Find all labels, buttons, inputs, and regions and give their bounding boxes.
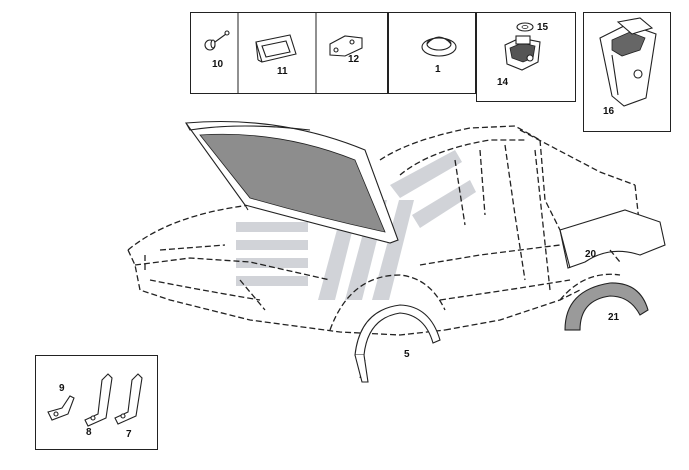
rear-arch-panel	[559, 209, 666, 269]
bracket-7-icon	[114, 373, 143, 425]
bracket-8-icon	[84, 373, 113, 427]
front-arch-liner	[354, 304, 441, 383]
label-part-16: 16	[603, 106, 615, 117]
rear-arch-liner	[564, 282, 649, 331]
washer-icon	[516, 22, 534, 32]
label-part-14: 14	[497, 77, 509, 88]
plug-cap-icon	[421, 36, 457, 57]
label-bracket-9: 9	[59, 383, 65, 394]
label-bracket-7: 7	[126, 429, 132, 440]
clip-housing-icon	[504, 35, 541, 71]
label-part-12: 12	[348, 54, 360, 65]
label-part-1: 1	[435, 64, 441, 75]
mount-plate-icon	[329, 35, 363, 57]
label-bracket-8: 8	[86, 427, 92, 438]
label-rear-arch: 20	[585, 249, 597, 260]
label-rear-liner: 21	[608, 312, 620, 323]
bracket-plate-icon	[255, 34, 297, 63]
label-front-arch: 5	[404, 349, 410, 360]
car-body-outline	[127, 125, 641, 336]
lamp-housing-icon	[599, 17, 657, 107]
label-part-15: 15	[537, 22, 549, 33]
screw-clip-icon	[204, 30, 230, 51]
hood-insulation-panel	[184, 120, 399, 244]
label-part-11: 11	[277, 66, 288, 77]
label-part-10: 10	[212, 59, 224, 70]
bracket-9-icon	[47, 395, 75, 421]
